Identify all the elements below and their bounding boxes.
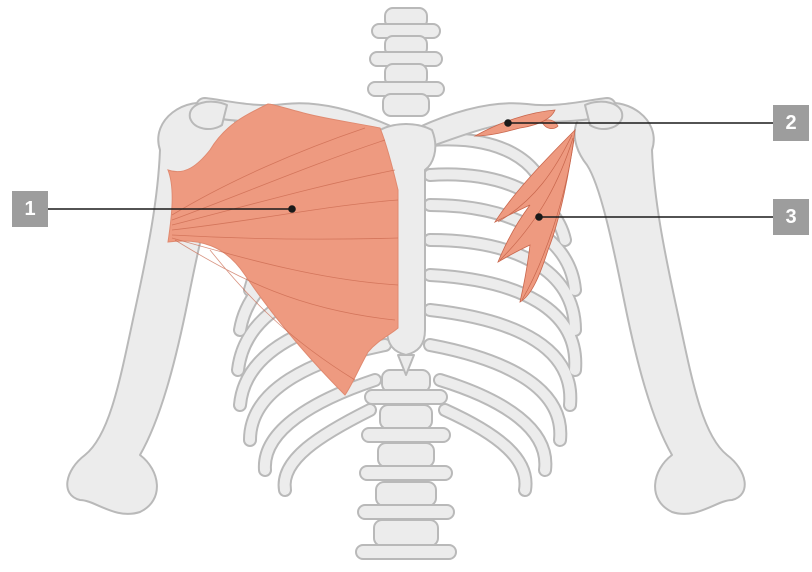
right-humerus xyxy=(575,103,745,514)
cervical-spine xyxy=(368,8,444,116)
leader-dot-3 xyxy=(536,214,542,220)
leader-dot-2 xyxy=(505,120,511,126)
label-3: 3 xyxy=(773,199,809,235)
label-2: 2 xyxy=(773,105,809,141)
left-acromion xyxy=(190,102,227,129)
leader-dot-1 xyxy=(289,206,295,212)
right-acromion xyxy=(585,102,622,129)
label-1: 1 xyxy=(12,191,48,227)
lumbar-spine xyxy=(356,370,456,559)
